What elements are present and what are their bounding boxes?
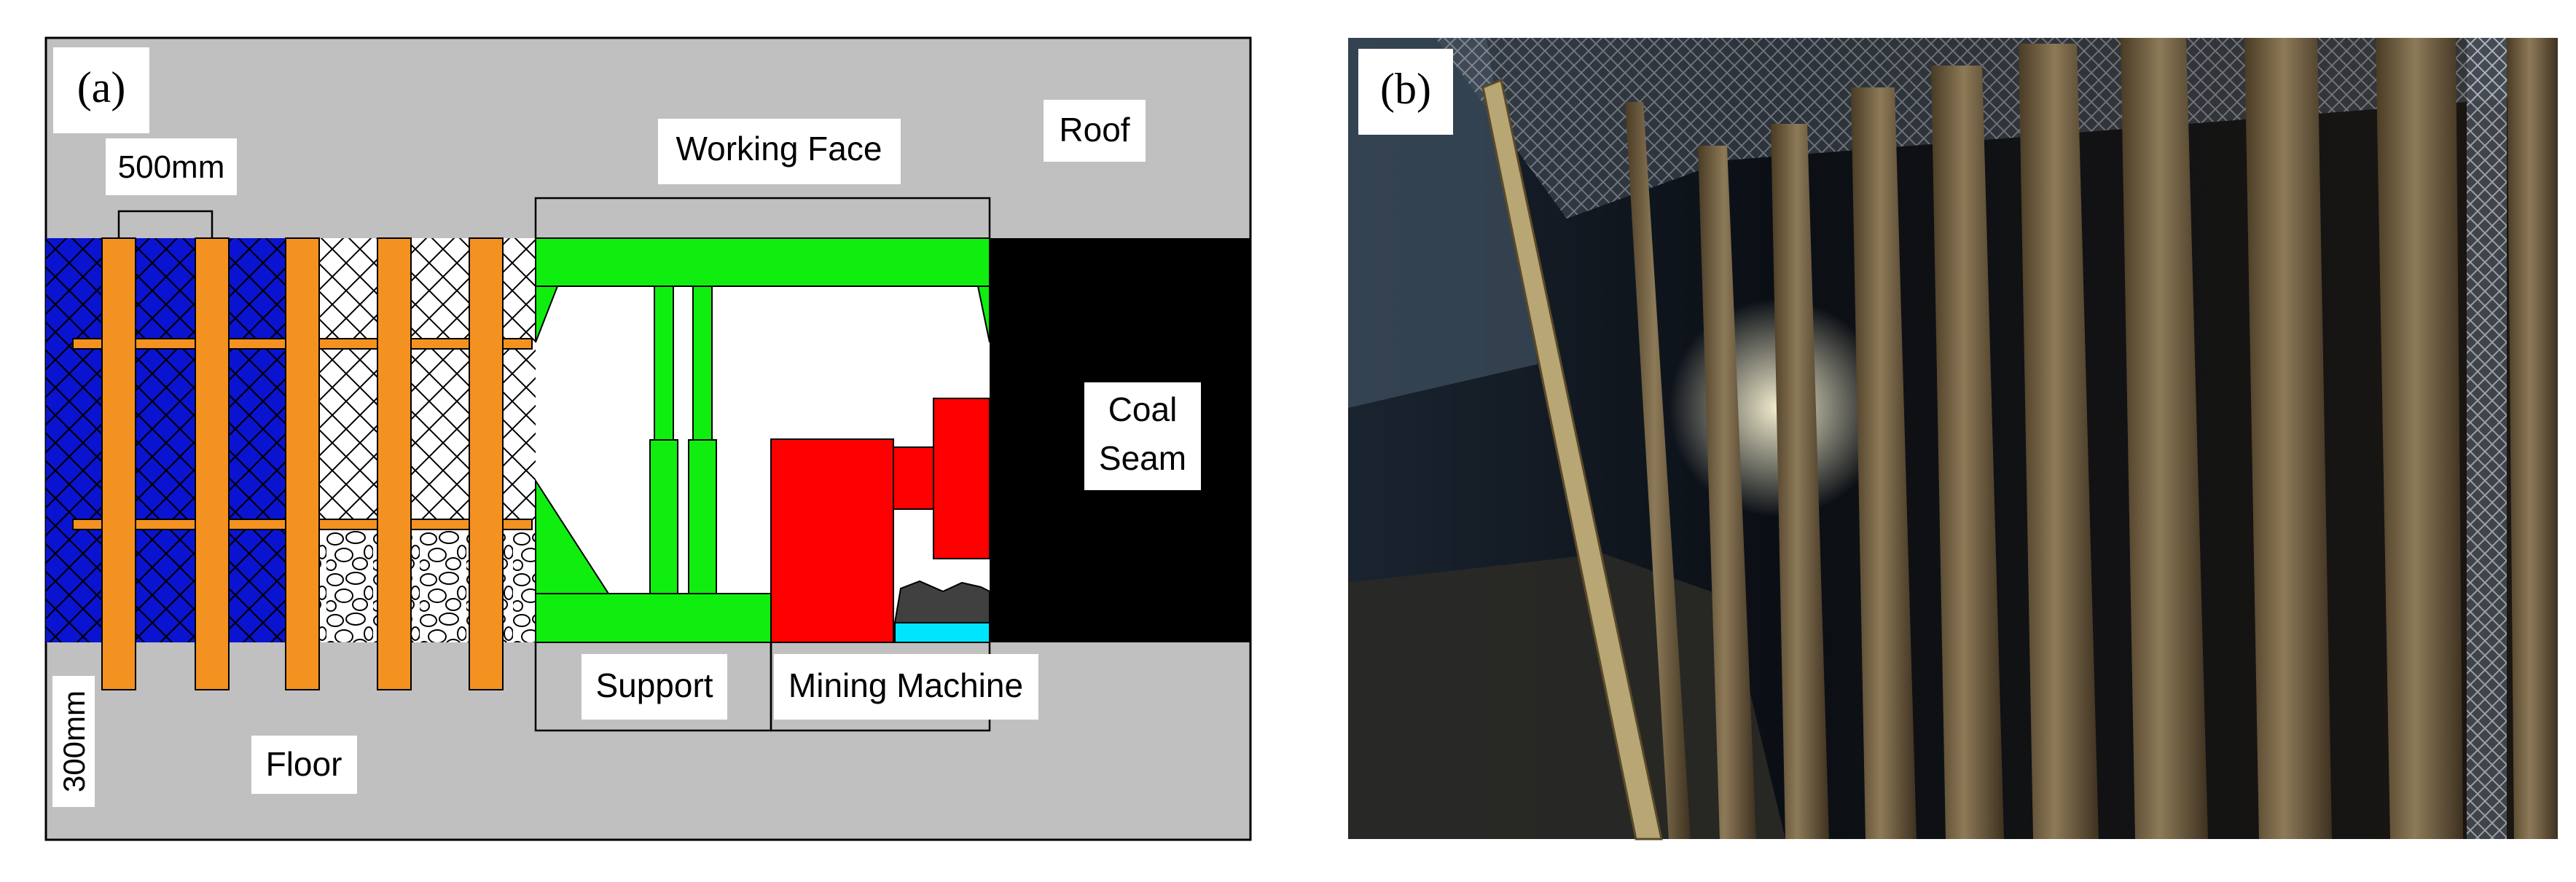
photo-props (1481, 38, 2558, 840)
working-face-bracket (534, 197, 991, 238)
working-face-cavity (536, 238, 990, 642)
floor-label: Floor (266, 745, 342, 783)
dim-500-bracket (117, 210, 214, 238)
panel-a-diagram: (a) 500mm Working Face Roof Coal Seam Su… (44, 36, 1252, 841)
bolt-post-1 (101, 237, 136, 690)
support-label: Support (595, 666, 713, 704)
mining-machine-label: Mining Machine (788, 666, 1023, 704)
panel-b-label: (b) (1380, 65, 1431, 113)
conveyor (894, 622, 990, 643)
roof-label: Roof (1059, 111, 1130, 149)
photo-side-mesh (2467, 38, 2507, 839)
dim-300-label: 300mm (57, 690, 91, 792)
bolt-post-3 (285, 237, 320, 690)
hydraulic-support (535, 237, 990, 643)
bolt-post-2 (195, 237, 230, 690)
mining-machine (770, 398, 990, 643)
coal-seam-label-line1: Coal (1108, 390, 1178, 428)
bolt-post-5 (469, 237, 504, 690)
backfill-zone-blue (46, 238, 319, 642)
panel-b-photo: (b) (1348, 38, 2558, 840)
bolt-post-4 (377, 237, 412, 690)
dim-500-label: 500mm (118, 149, 225, 185)
panel-a-label: (a) (77, 63, 126, 111)
working-face-label: Working Face (676, 130, 882, 168)
cut-coal-pile (893, 580, 990, 623)
coal-seam-label-line2: Seam (1099, 439, 1186, 477)
